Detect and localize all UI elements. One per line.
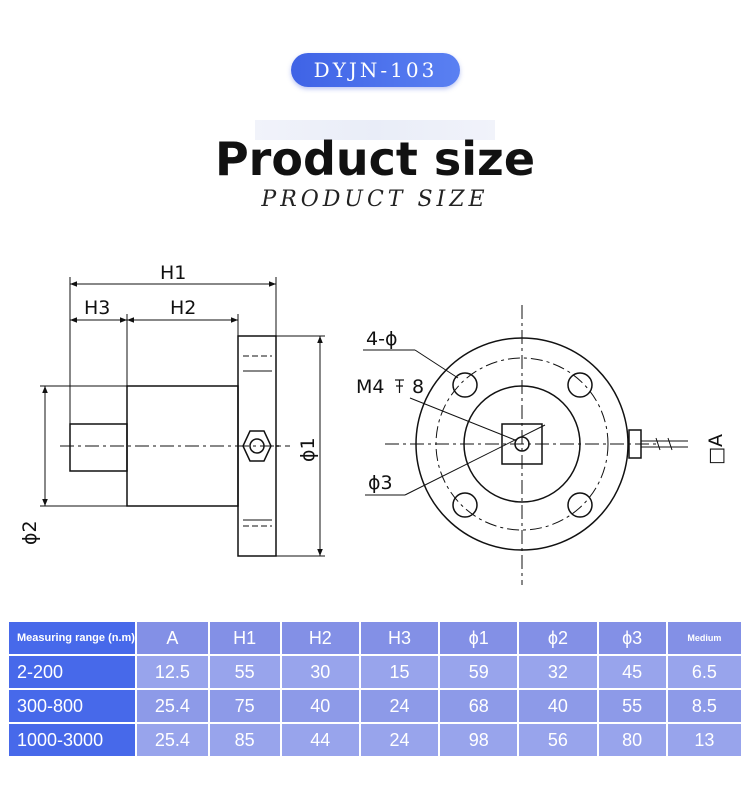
table-cell: 13 [667,724,741,756]
label-phi3: ϕ3 [368,472,393,494]
label-a: □A [705,434,727,465]
table-cell: 55 [209,656,280,688]
model-badge: DYJN-103 [291,53,460,87]
page-title: Product size [214,132,536,186]
header-cell: H3 [360,622,439,654]
label-depth: 8 [412,376,424,398]
table-cell: 40 [519,690,597,722]
table-cell: 300-800 [9,690,136,722]
table-cell: 24 [360,724,439,756]
table-cell: 40 [281,690,359,722]
header-cell: A [137,622,208,654]
mount-hole [452,372,478,398]
table-cell: 85 [209,724,280,756]
label-holes: 4-ϕ [366,328,397,350]
dimension-drawing: H1 H3 H2 ϕ1 ϕ2 4-ϕ M4 8 ϕ3 □A [19,262,727,585]
table-cell: 45 [598,656,666,688]
mount-hole [567,492,593,518]
header-cell: Measuring range (n.m) [9,622,136,654]
title-backdrop [255,120,495,140]
table-cell: 68 [440,690,518,722]
table-cell: 24 [360,690,439,722]
table-row: 1000-3000 25.4 85 44 24 98 56 80 13 [9,724,741,756]
spec-table: Measuring range (n.m) A H1 H2 H3 ϕ1 ϕ2 ϕ… [7,620,743,758]
label-h1: H1 [160,262,186,284]
label-h3: H3 [84,297,110,319]
table-cell: 32 [519,656,597,688]
table-cell: 44 [281,724,359,756]
label-h2: H2 [170,297,196,319]
table-cell: 75 [209,690,280,722]
table-cell: 30 [281,656,359,688]
header-cell: ϕ3 [598,622,666,654]
header-cell: ϕ2 [519,622,597,654]
table-cell: 2-200 [9,656,136,688]
table-cell: 1000-3000 [9,724,136,756]
table-cell: 25.4 [137,690,208,722]
table-cell: 59 [440,656,518,688]
table-cell: 6.5 [667,656,741,688]
table-row: 2-200 12.5 55 30 15 59 32 45 6.5 [9,656,741,688]
table-cell: 12.5 [137,656,208,688]
table-header-row: Measuring range (n.m) A H1 H2 H3 ϕ1 ϕ2 ϕ… [9,622,741,654]
header-cell: H2 [281,622,359,654]
page-subtitle: PRODUCT SIZE [261,187,489,212]
header-cell: Medium [667,622,741,654]
mount-hole [567,372,593,398]
table-cell: 80 [598,724,666,756]
header-cell: ϕ1 [440,622,518,654]
table-cell: 25.4 [137,724,208,756]
table-cell: 98 [440,724,518,756]
mount-hole [452,492,478,518]
table-row: 300-800 25.4 75 40 24 68 40 55 8.5 [9,690,741,722]
table-cell: 15 [360,656,439,688]
table-cell: 56 [519,724,597,756]
table-cell: 55 [598,690,666,722]
label-phi1: ϕ1 [297,437,319,462]
label-m4: M4 [356,376,384,398]
cable-connector [628,429,642,459]
shaft [69,423,128,472]
header-cell: H1 [209,622,280,654]
label-phi2: ϕ2 [19,520,41,545]
table-cell: 8.5 [667,690,741,722]
